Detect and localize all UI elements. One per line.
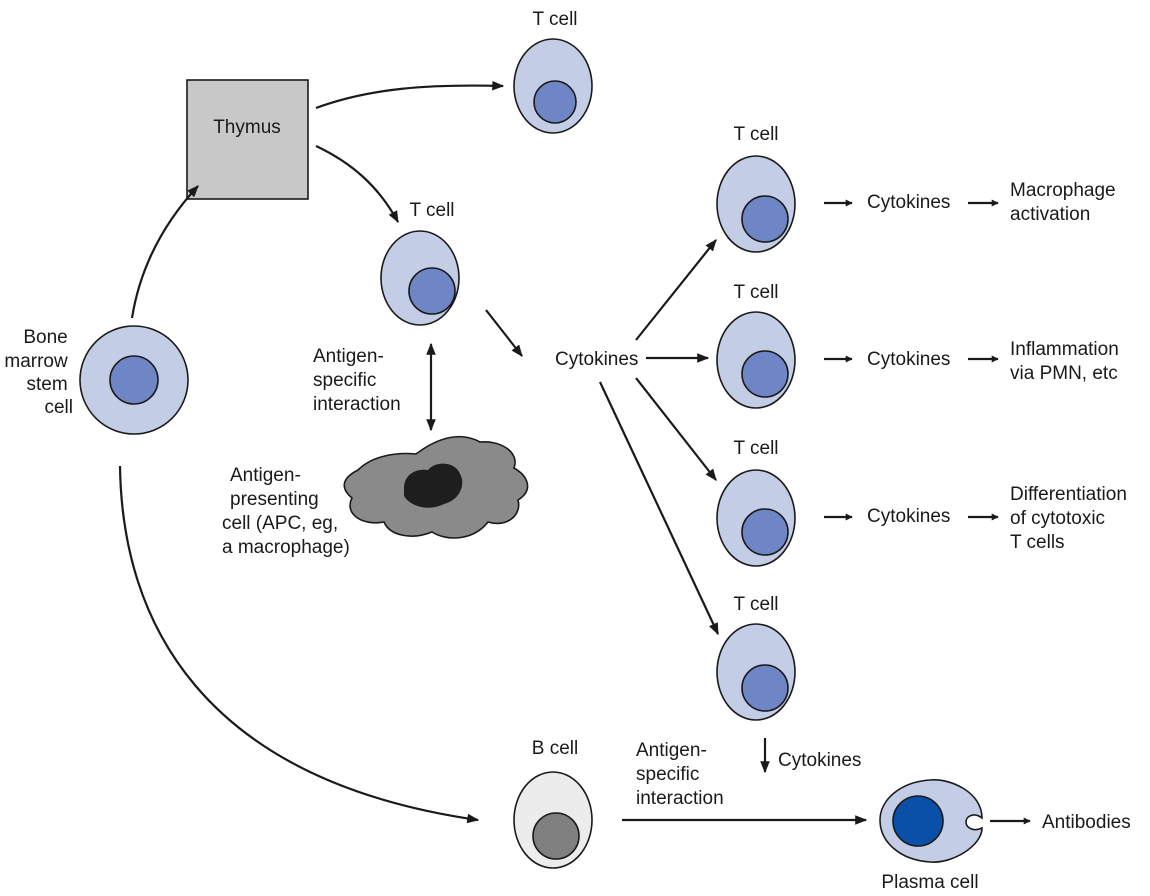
arrow-thymus-to-tcell-top	[315, 80, 505, 110]
antigen-interaction-label-1: Antigen- specific interaction	[313, 346, 401, 415]
bone-marrow-stem-cell	[79, 325, 189, 435]
arrow-tcell-to-cytokines	[485, 309, 523, 357]
t-cell-4	[716, 623, 796, 721]
t-cell-mid	[380, 230, 460, 326]
arrow-thymus-to-tcell-mid	[315, 145, 399, 224]
thymus-box	[186, 79, 309, 200]
arrow-cytokines-to-tcell-3	[635, 377, 717, 481]
b-cell-label: B cell	[532, 738, 578, 759]
t-cell-top-label: T cell	[532, 9, 577, 30]
plasma-cell-label: Plasma cell	[881, 872, 978, 893]
thymus-label: Thymus	[213, 117, 281, 138]
t-cell-4-label: T cell	[733, 594, 778, 615]
t-cell-1-label: T cell	[733, 124, 778, 145]
arrow-cytokines-to-tcell-4	[599, 381, 719, 636]
outcome-inflammation: Inflammation via PMN, etc	[1010, 339, 1124, 384]
arrow-cytokines-to-tcell-1	[635, 239, 717, 341]
t-cell-3	[716, 469, 796, 567]
arrow-marrow-to-bcell	[118, 465, 480, 824]
cytokines-center-label: Cytokines	[555, 349, 638, 370]
antibodies-label: Antibodies	[1042, 812, 1131, 833]
t-cell-top	[513, 38, 593, 134]
plasma-cell	[879, 779, 983, 863]
t-cell-2	[716, 311, 796, 409]
b-cell	[513, 771, 593, 869]
apc-label: Antigen- presenting cell (APC, eg, a mac…	[222, 465, 350, 558]
arrow-marrow-to-thymus	[130, 185, 199, 319]
t-cell-2-label: T cell	[733, 282, 778, 303]
t-cell-3-label: T cell	[733, 438, 778, 459]
outcome-macrophage-activation: Macrophage activation	[1010, 180, 1121, 225]
outcome-cytotoxic-differentiation: Differentiation of cytotoxic T cells	[1010, 484, 1132, 553]
antigen-presenting-cell	[343, 435, 529, 539]
t-cell-1	[716, 155, 796, 253]
bone-marrow-label: Bone marrow stem cell	[4, 327, 73, 418]
cytokines-4-label: Cytokines	[778, 750, 861, 771]
cytokines-2-label: Cytokines	[867, 349, 950, 370]
cytokines-1-label: Cytokines	[867, 192, 950, 213]
antigen-interaction-label-2: Antigen- specific interaction	[636, 740, 724, 809]
cytokines-3-label: Cytokines	[867, 506, 950, 527]
t-cell-mid-label: T cell	[409, 200, 454, 221]
